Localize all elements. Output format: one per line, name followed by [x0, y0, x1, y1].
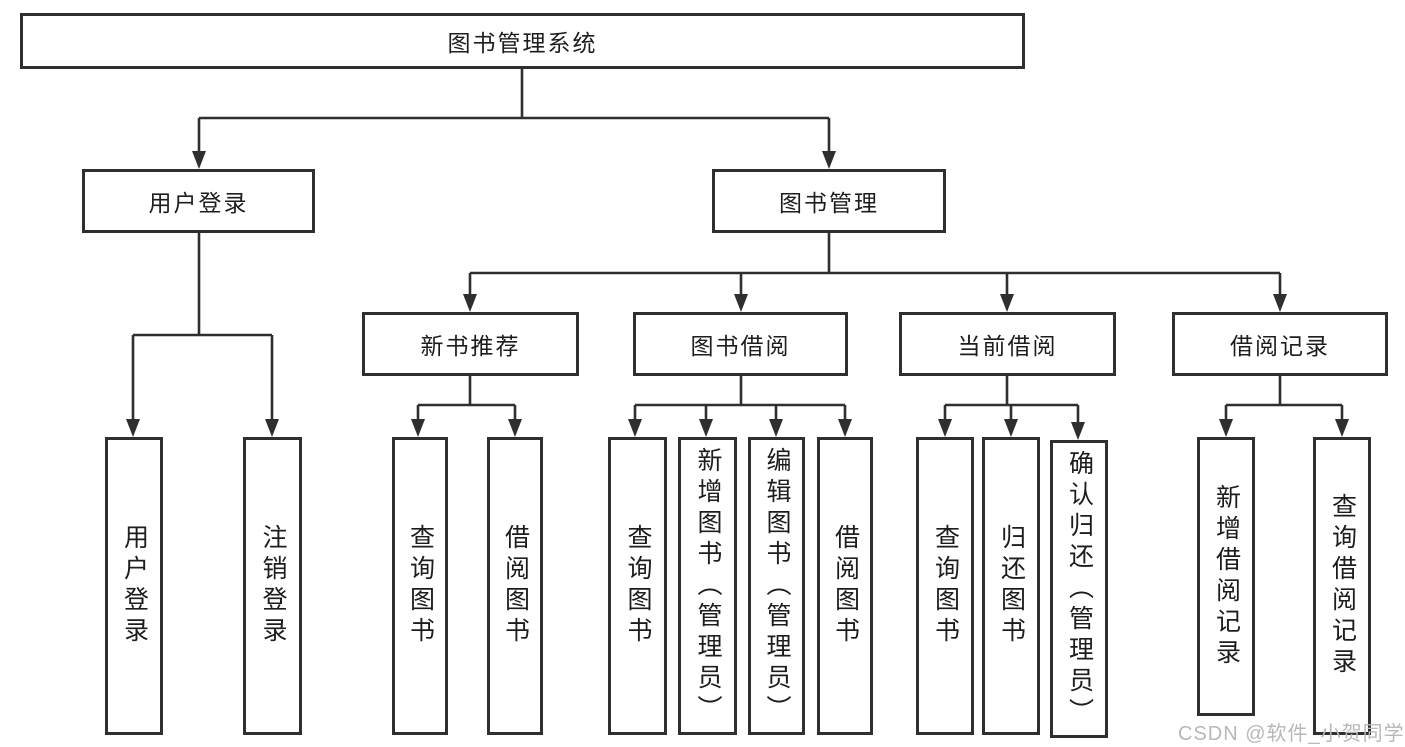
arrowhead-icon — [628, 419, 642, 437]
node-label: 借阅图书 — [501, 524, 530, 648]
node-label: 借阅记录 — [1230, 333, 1330, 359]
node-label: 查询借阅记录 — [1328, 493, 1357, 679]
arrowhead-icon — [508, 419, 522, 437]
node-label: 注销登录 — [259, 524, 287, 648]
leaf-bb-query-books: 查询图书 — [608, 437, 667, 735]
leaf-bb-add-books-admin: 新增图书（管理员） — [678, 437, 737, 735]
arrowhead-icon — [838, 419, 852, 437]
node-label: 当前借阅 — [957, 333, 1058, 359]
watermark-text: CSDN @软件_小贺同学 — [1178, 723, 1405, 745]
node-label: 查询图书 — [624, 524, 652, 648]
node-label: 新书推荐 — [420, 333, 521, 359]
arrowhead-icon — [1335, 419, 1349, 437]
leaf-bb-edit-books-admin: 编辑图书（管理员） — [748, 437, 805, 735]
node-current-borrowing: 当前借阅 — [899, 312, 1116, 376]
node-book-borrowing: 图书借阅 — [633, 312, 848, 376]
leaf-cb-return-books: 归还图书 — [982, 437, 1040, 735]
node-label: 借阅图书 — [831, 524, 860, 648]
node-label: 图书管理 — [779, 190, 879, 216]
node-label: 用户登录 — [148, 190, 249, 216]
node-label: 编辑图书（管理员） — [763, 446, 791, 726]
arrowhead-icon — [463, 294, 477, 312]
arrowhead-icon — [769, 419, 783, 437]
leaf-br-add-record: 新增借阅记录 — [1197, 437, 1255, 716]
arrowhead-icon — [126, 419, 140, 437]
node-label: 查询图书 — [931, 524, 960, 648]
leaf-nbr-query-books: 查询图书 — [392, 437, 448, 735]
leaf-user-login: 用户登录 — [105, 437, 163, 735]
node-label: 归还图书 — [997, 524, 1026, 648]
node-library-system: 图书管理系统 — [20, 13, 1025, 69]
node-new-book-recommendation: 新书推荐 — [362, 312, 579, 376]
arrowhead-icon — [1071, 422, 1085, 440]
leaf-br-query-record: 查询借阅记录 — [1313, 437, 1371, 735]
leaf-nbr-borrow-books: 借阅图书 — [487, 437, 543, 735]
arrowhead-icon — [1273, 294, 1287, 312]
leaf-bb-borrow-books: 借阅图书 — [817, 437, 873, 735]
node-book-management: 图书管理 — [712, 169, 946, 233]
node-label: 新增借阅记录 — [1212, 483, 1241, 670]
arrowhead-icon — [699, 419, 713, 437]
leaf-cb-confirm-return-admin: 确认归还（管理员） — [1050, 440, 1108, 738]
arrowhead-icon — [411, 419, 425, 437]
node-label: 查询图书 — [406, 524, 435, 648]
node-label: 图书借阅 — [690, 333, 791, 359]
arrowhead-icon — [265, 419, 279, 437]
node-borrowing-records: 借阅记录 — [1172, 312, 1388, 376]
node-label: 确认归还（管理员） — [1065, 449, 1094, 729]
leaf-logout: 注销登录 — [243, 437, 302, 735]
arrowhead-icon — [1219, 419, 1233, 437]
node-label: 新增图书（管理员） — [694, 446, 722, 726]
node-label: 用户登录 — [120, 524, 149, 648]
arrowhead-icon — [822, 151, 836, 169]
arrowhead-icon — [938, 419, 952, 437]
leaf-cb-query-books: 查询图书 — [916, 437, 974, 735]
node-label: 图书管理系统 — [447, 30, 598, 56]
arrowhead-icon — [734, 294, 748, 312]
arrowhead-icon — [192, 151, 206, 169]
arrowhead-icon — [1000, 294, 1014, 312]
arrowhead-icon — [1004, 419, 1018, 437]
node-user-login: 用户登录 — [82, 169, 315, 233]
